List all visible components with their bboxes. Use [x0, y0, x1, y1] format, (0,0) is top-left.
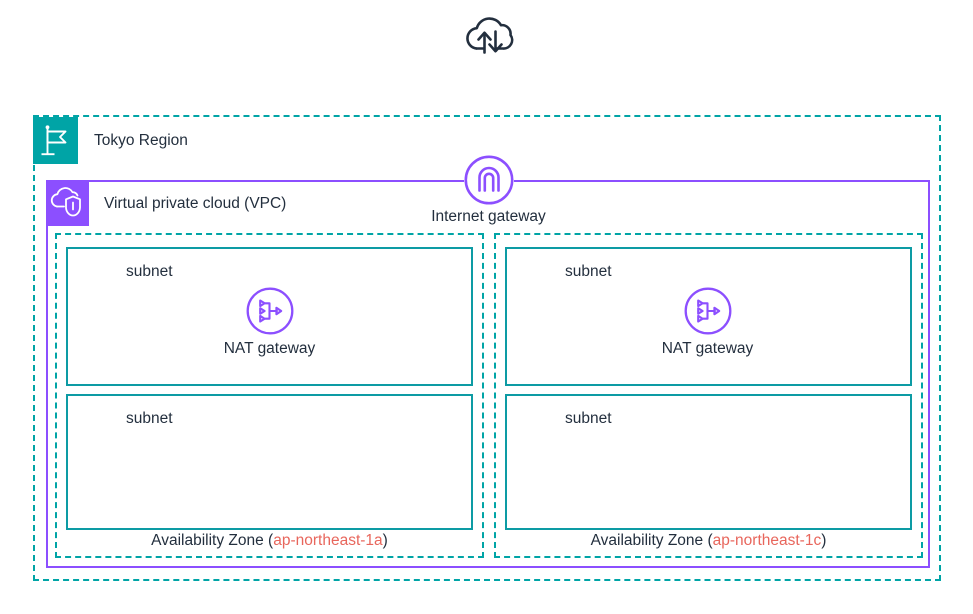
availability-zone-2-label: Availability Zone (ap-northeast-1c) — [496, 532, 921, 550]
subnet-label: subnet — [565, 263, 612, 280]
subnet-az1-private: subnet — [66, 394, 473, 530]
internet-gateway-icon — [463, 155, 514, 205]
availability-zone-1: Availability Zone (ap-northeast-1a) — [55, 233, 484, 558]
region-title: Tokyo Region — [94, 131, 188, 149]
tokyo-region-boundary — [33, 115, 941, 581]
nat-gateway-icon — [684, 287, 732, 335]
subnet-label: subnet — [126, 263, 173, 280]
az-2-code: ap-northeast-1c — [712, 532, 822, 549]
vpc-cloud-shield-icon — [46, 181, 89, 226]
region-flag-icon — [33, 117, 78, 164]
subnet-label: subnet — [126, 410, 173, 427]
nat-gateway-label: NAT gateway — [661, 340, 754, 357]
nat-gateway-az2: NAT gateway — [507, 287, 910, 358]
az-1-code: ap-northeast-1a — [273, 532, 383, 549]
nat-gateway-label: NAT gateway — [223, 340, 316, 357]
subnet-az2-private: subnet — [505, 394, 912, 530]
subnet-az2-public: subnet NAT gateway — [505, 247, 912, 386]
az-2-label-prefix: Availability Zone ( — [590, 532, 713, 549]
az-2-label-suffix: ) — [821, 532, 827, 549]
region-header: Tokyo Region — [33, 117, 188, 164]
az-1-label-prefix: Availability Zone ( — [151, 532, 274, 549]
subnet-az1-public: subnet NAT gateway — [66, 247, 473, 386]
cloud-upload-download-icon — [463, 13, 515, 57]
availability-zone-2: Availability Zone (ap-northeast-1c) — [494, 233, 923, 558]
subnet-label: subnet — [565, 410, 612, 427]
vpc-title: Virtual private cloud (VPC) — [104, 194, 287, 212]
vpc-header: Virtual private cloud (VPC) — [46, 181, 286, 226]
nat-gateway-az1: NAT gateway — [68, 287, 471, 358]
az-1-label-suffix: ) — [382, 532, 388, 549]
internet-gateway: Internet gateway — [431, 155, 546, 225]
availability-zone-1-label: Availability Zone (ap-northeast-1a) — [57, 532, 482, 550]
internet-gateway-label: Internet gateway — [431, 208, 546, 225]
nat-gateway-icon — [246, 287, 294, 335]
